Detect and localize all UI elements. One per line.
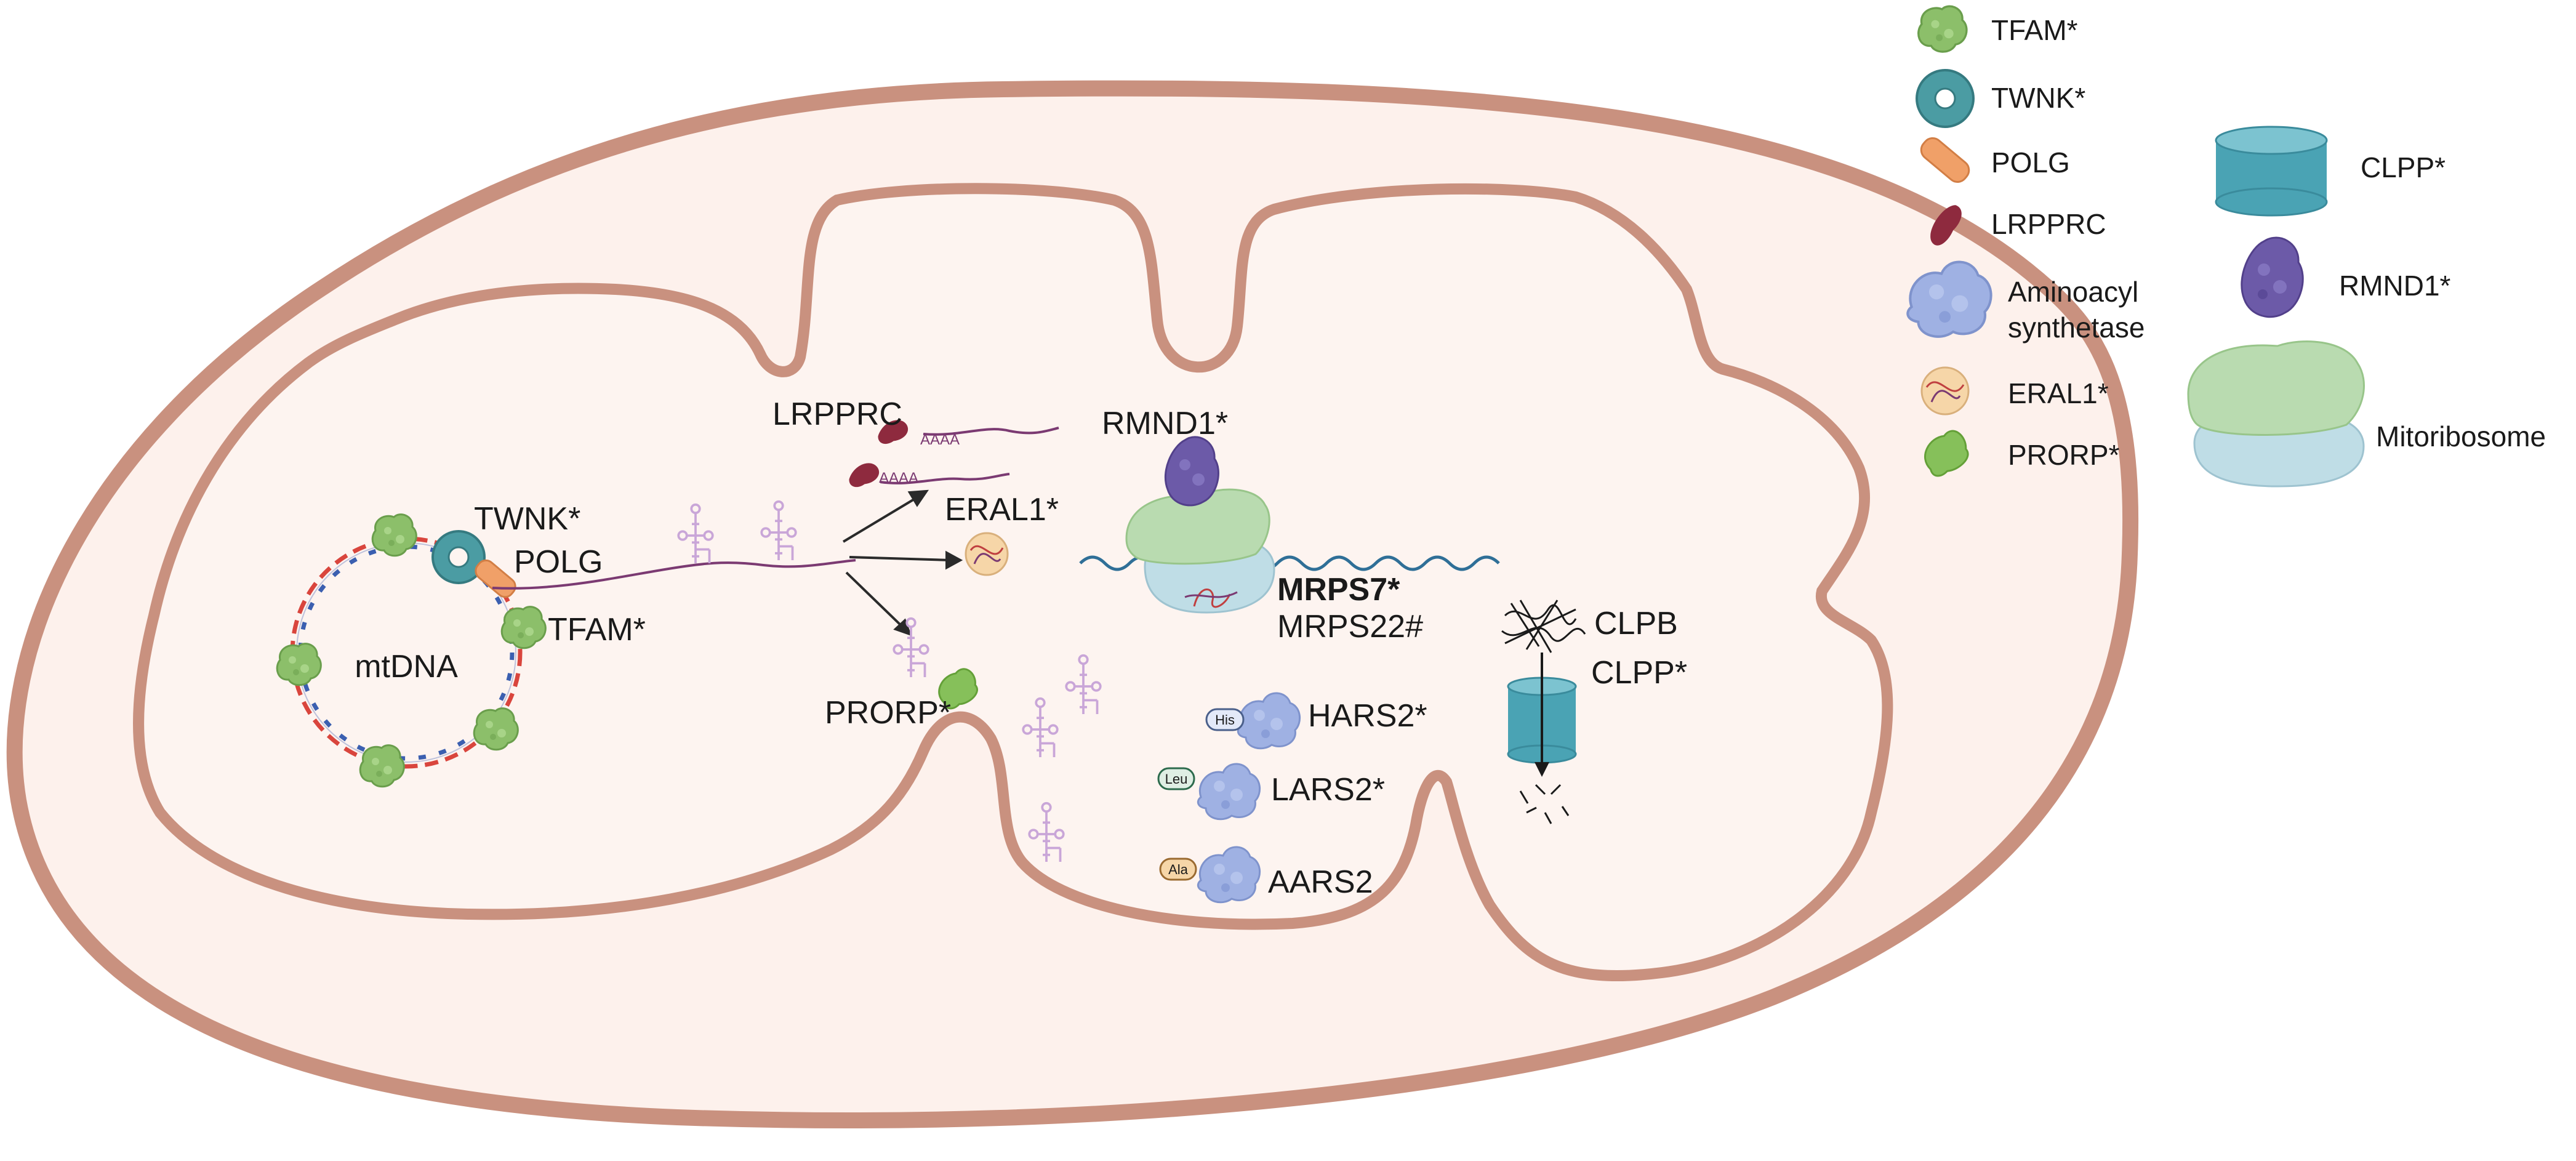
aars2-label: AARS2 (1268, 864, 1373, 900)
svg-text:AAAA: AAAA (879, 470, 918, 486)
legend-item-clpp: CLPP* (2215, 126, 2446, 217)
mrps22-label: MRPS22# (1277, 609, 1423, 645)
svg-text:RMND1*: RMND1* (2339, 270, 2451, 302)
twnk-icon (1916, 69, 1975, 128)
legend-item-prorp: PRORP* (1924, 430, 2120, 477)
mtdna-label: mtDNA (355, 649, 458, 685)
legend-item-tfam: TFAM* (1917, 5, 2078, 53)
svg-text:TFAM*: TFAM* (1991, 14, 2078, 46)
svg-text:LRPPRC: LRPPRC (1991, 208, 2106, 240)
legend-item-eral1: ERAL1* (1920, 366, 2109, 416)
eral1-label: ERAL1* (945, 492, 1059, 528)
twnk-label: TWNK* (474, 501, 580, 537)
legend-item-lrpprc: LRPPRC (1930, 205, 2106, 246)
svg-text:ERAL1*: ERAL1* (2008, 377, 2109, 409)
aars2-enzyme: Ala (1159, 846, 1261, 904)
svg-text:Mitoribosome: Mitoribosome (2376, 420, 2546, 452)
prorp-label: PRORP* (825, 695, 951, 731)
clpp-protease (1507, 653, 1577, 777)
svg-text:TWNK*: TWNK* (1991, 82, 2085, 114)
rmnd1-label: RMND1* (1102, 406, 1228, 441)
legend-item-twnk: TWNK* (1916, 69, 2085, 128)
svg-text:AAAA: AAAA (920, 432, 960, 448)
lrpprc-icon (1930, 205, 1962, 246)
svg-text:synthetase: synthetase (2008, 311, 2145, 343)
lars2-enzyme: Leu (1157, 763, 1261, 821)
clpp-label: CLPP* (1591, 655, 1687, 691)
rmnd1-icon (2241, 236, 2304, 318)
mrps7-label: MRPS7* (1277, 572, 1400, 608)
rmnd1-protein (1164, 436, 1219, 507)
processing-arrows (842, 489, 963, 637)
clpb-aggregate (1501, 600, 1586, 653)
hars2-enzyme: His (1205, 692, 1301, 750)
prorp-protein (938, 668, 978, 710)
eral1-icon (1920, 366, 1970, 416)
lars2-label: LARS2* (1271, 772, 1385, 808)
eral1-protein (965, 532, 1009, 576)
svg-text:CLPP*: CLPP* (2361, 151, 2446, 183)
prorp-icon (1924, 430, 1969, 477)
leu-tag: Leu (1165, 771, 1188, 787)
twnk-helicase (431, 530, 486, 584)
legend-item-rmnd1: RMND1* (2241, 236, 2451, 318)
primary-transcript (492, 559, 856, 590)
mitoribosome-icon (2187, 340, 2365, 488)
inner-membrane (133, 183, 1893, 982)
clpp-icon (2215, 126, 2328, 217)
mitoribosome (1125, 488, 1275, 614)
svg-text:Aminoacyl: Aminoacyl (2008, 276, 2138, 308)
svg-text:POLG: POLG (1991, 147, 2070, 179)
lrpprc-mrna-1: AAAA (878, 420, 1059, 448)
legend-item-polg: POLG (1920, 137, 2070, 183)
eral1-on-ribosome (1184, 589, 1238, 608)
lrpprc-label: LRPPRC (772, 396, 902, 432)
polg-label: POLG (514, 544, 603, 580)
svg-text:PRORP*: PRORP* (2008, 439, 2120, 471)
legend: TFAM* TWNK* POLG LRPPRC Aminoacyl synthe… (1908, 5, 2546, 488)
tfam-icon (1917, 5, 1968, 53)
legend-item-synthetase: Aminoacyl synthetase (1908, 262, 2145, 343)
ala-tag: Ala (1168, 862, 1189, 877)
clpb-label: CLPB (1594, 606, 1678, 641)
his-tag: His (1215, 712, 1235, 728)
degraded-peptides (1519, 784, 1570, 824)
lrpprc-mrna-2: AAAA (849, 463, 1010, 488)
hars2-label: HARS2* (1308, 698, 1427, 734)
polg-icon (1920, 137, 1970, 183)
tfam-label: TFAM* (548, 612, 646, 648)
legend-item-mitoribosome: Mitoribosome (2187, 340, 2546, 488)
